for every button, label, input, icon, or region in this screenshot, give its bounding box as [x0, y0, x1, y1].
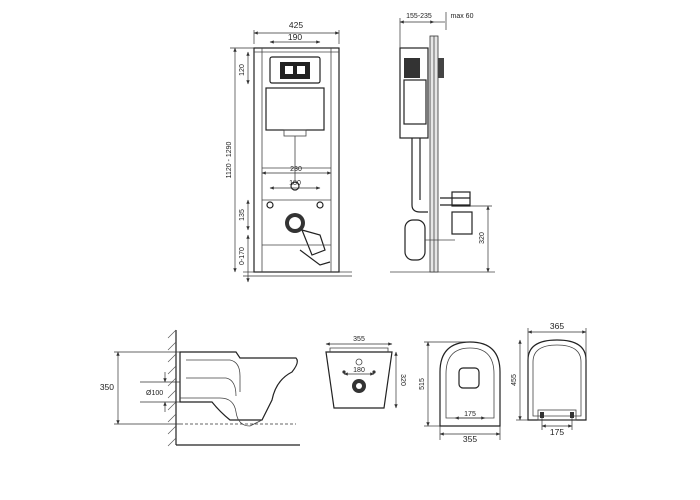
side-flush-mechanism [404, 58, 420, 78]
dim-bowl-height: 350 [100, 382, 114, 392]
cistern-outlet [283, 129, 307, 137]
bowl-side-view: 350 Ø100 [100, 329, 300, 447]
frame-outline [253, 47, 340, 273]
dim-width-inlet: 230 [290, 166, 302, 173]
seat-hinge-left [540, 412, 544, 418]
side-downpipe [411, 138, 428, 213]
seat-hinge-plate [537, 409, 577, 421]
dim-max-wall: max 60 [451, 13, 474, 20]
dim-side-outlet-height: 320 [479, 232, 486, 244]
dim-depth-range: 155-235 [406, 13, 432, 20]
seat-top-view: 365 455 175 [511, 321, 587, 437]
seat-outline [527, 339, 587, 421]
flush-plate [269, 56, 321, 84]
dim-plate-height: 120 [239, 64, 246, 76]
back-bolt-left [342, 370, 346, 374]
bowl-back-view: 355 180 320 [325, 336, 406, 409]
bowl-back-outline [325, 351, 393, 409]
outlet-elbow [299, 249, 331, 266]
dim-width-bolts: 180 [289, 180, 301, 187]
bowl-top-inner [445, 347, 495, 419]
back-inlet [355, 358, 363, 366]
bowl-trap-top [186, 377, 237, 397]
back-outlet-bore [356, 383, 362, 389]
dim-top-inner: 175 [464, 411, 476, 418]
dim-foot-range: 0-170 [239, 247, 246, 265]
side-inlet-valve [451, 191, 471, 207]
inlet-connector [290, 181, 300, 191]
bowl-top-drain [458, 367, 480, 389]
dim-hinge-spacing: 175 [550, 427, 564, 437]
dim-back-height: 320 [399, 374, 406, 386]
dim-width-plate: 190 [288, 32, 302, 42]
dim-outlet-height: 135 [239, 209, 246, 221]
dim-back-bolts: 180 [353, 367, 365, 374]
bowl-top-outline [439, 341, 501, 427]
dim-pipe-diameter: Ø100 [146, 390, 163, 397]
dim-back-width: 355 [353, 336, 365, 343]
flush-mechanism [280, 62, 310, 79]
bolt-right [316, 201, 324, 209]
cistern [265, 87, 325, 131]
dim-top-width: 355 [463, 434, 477, 444]
dim-width-total: 425 [289, 20, 303, 30]
side-cistern [403, 79, 427, 125]
side-inlet-pipe [440, 197, 470, 206]
dim-seat-width: 365 [550, 321, 564, 331]
dim-seat-length: 455 [511, 374, 518, 386]
wall-hatch [167, 329, 177, 447]
outlet-bend [300, 229, 326, 256]
side-outlet-stub [451, 211, 473, 235]
side-outlet [404, 219, 426, 261]
seat-hinge-right [570, 412, 574, 418]
flush-button-left [285, 66, 293, 74]
dim-top-length: 515 [419, 378, 426, 390]
bowl-outline [179, 351, 298, 421]
bowl-back-top [329, 347, 389, 352]
bowl-inner-rim [186, 359, 241, 392]
bolt-left [266, 201, 274, 209]
bowl-top-view: 515 175 355 [419, 341, 501, 444]
frame-side-view: 155-235 max 60 320 [390, 12, 495, 273]
back-bolt-right [372, 370, 376, 374]
flush-button-right [297, 66, 305, 74]
frame-front-view: 425 190 120 1120 - 1290 230 180 135 0-17… [226, 20, 352, 283]
seat-inner-outline [532, 344, 582, 417]
side-frame-post [399, 47, 429, 139]
bowl-trap [180, 397, 263, 427]
side-flush-plate [438, 58, 444, 78]
dim-height-range: 1120 - 1290 [226, 141, 233, 178]
outlet-bore [289, 217, 301, 229]
